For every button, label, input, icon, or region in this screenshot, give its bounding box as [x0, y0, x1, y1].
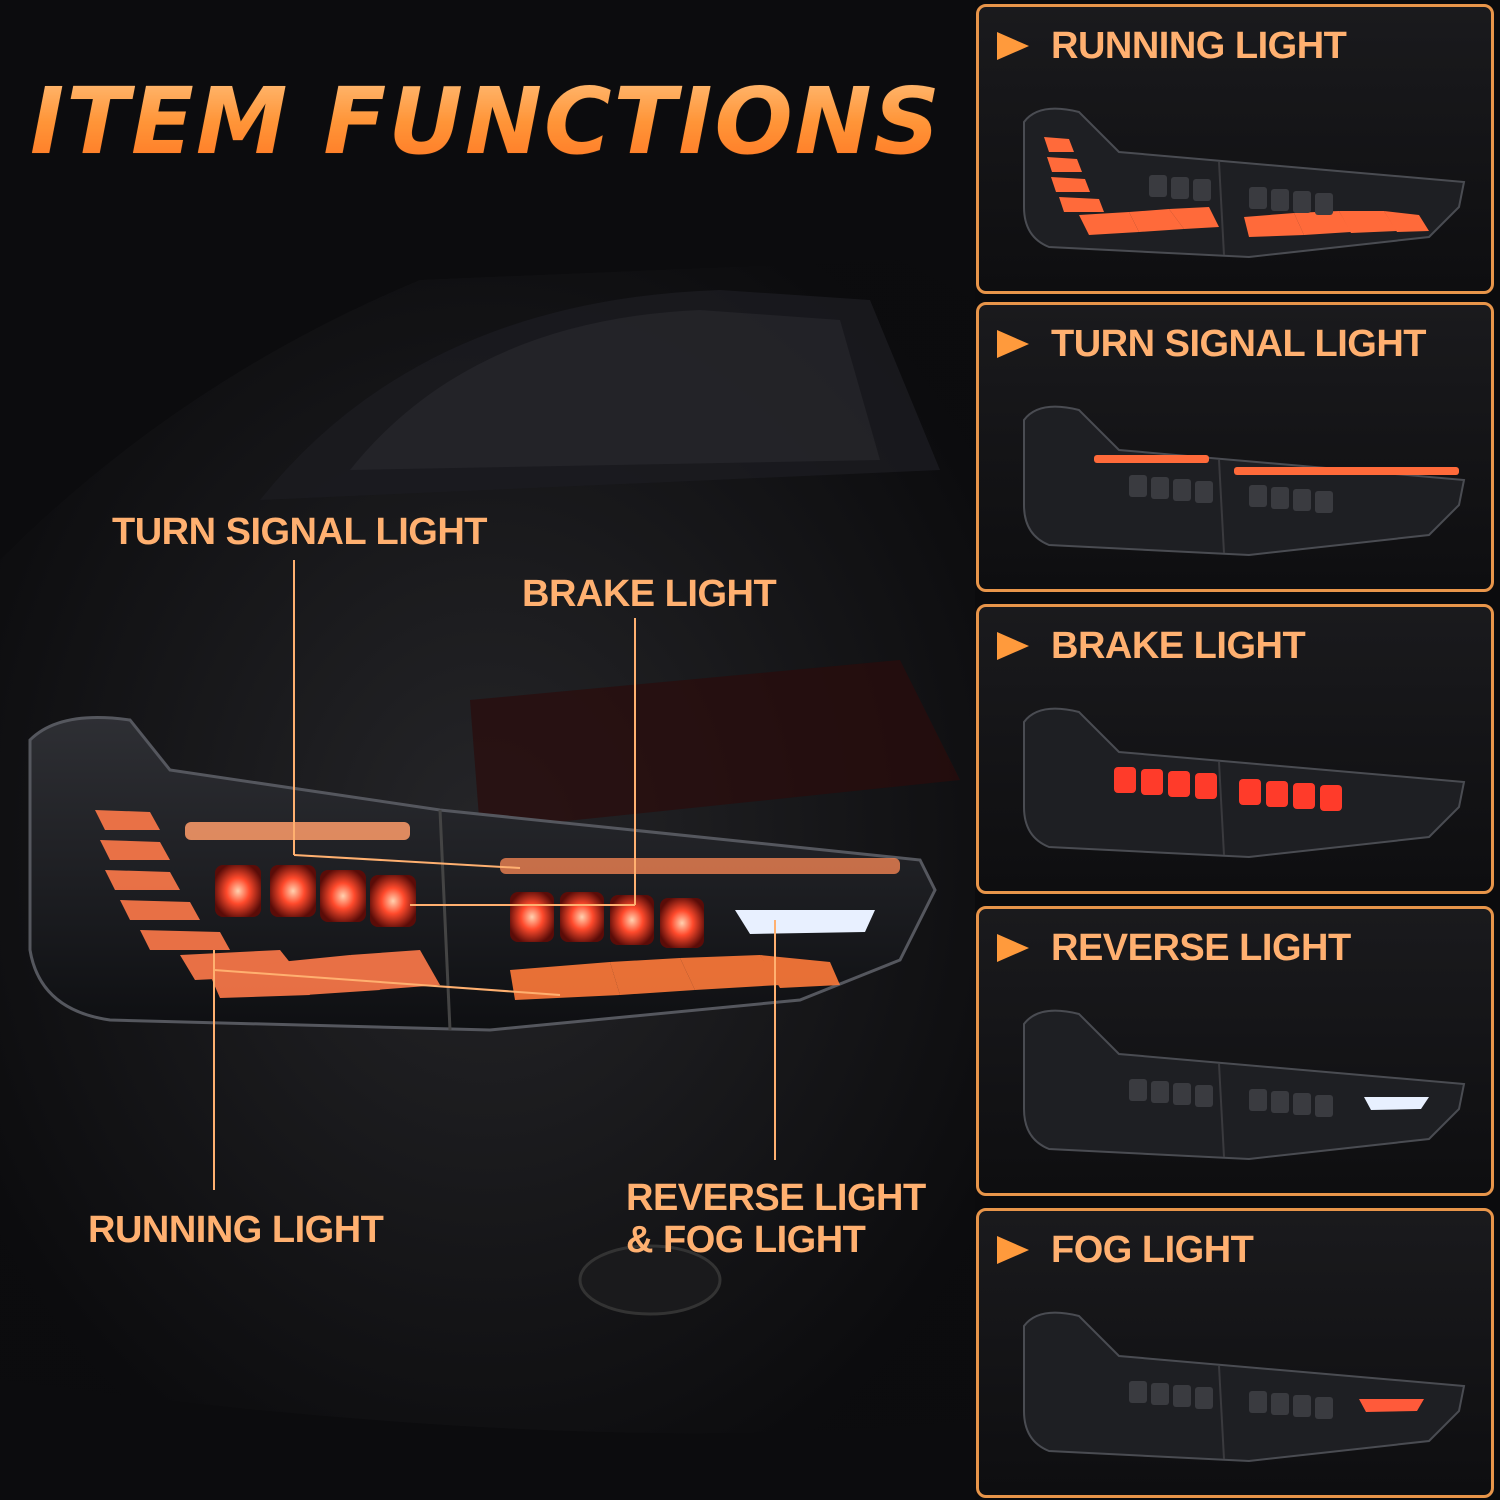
arrow-right-icon [997, 32, 1029, 60]
callout-turn-signal: TURN SIGNAL LIGHT [112, 511, 488, 553]
lamp-fog-image [1023, 1311, 1466, 1463]
panel-reverse-light: REVERSE LIGHT [976, 906, 1494, 1196]
panel-brake-light: BRAKE LIGHT [976, 604, 1494, 894]
panel-title: BRAKE LIGHT [1051, 624, 1306, 667]
panel-turn-signal-light: TURN SIGNAL LIGHT [976, 302, 1494, 592]
panel-title: REVERSE LIGHT [1051, 926, 1351, 969]
arrow-right-icon [997, 934, 1029, 962]
lamp-brake-image [1023, 707, 1466, 859]
callout-reverse-fog-line2: & FOG LIGHT [626, 1219, 866, 1261]
callout-running: RUNNING LIGHT [88, 1209, 384, 1251]
panel-fog-light: FOG LIGHT [976, 1208, 1494, 1498]
lamp-reverse-image [1023, 1009, 1466, 1161]
panel-running-light: RUNNING LIGHT [976, 4, 1494, 294]
arrow-right-icon [997, 330, 1029, 358]
callout-brake: BRAKE LIGHT [522, 573, 777, 615]
panel-title: RUNNING LIGHT [1051, 24, 1347, 67]
main-tail-lamp-image [28, 716, 937, 1032]
panel-title: FOG LIGHT [1051, 1228, 1254, 1271]
page-title: ITEM FUNCTIONS [30, 68, 942, 175]
panel-title: TURN SIGNAL LIGHT [1051, 322, 1427, 365]
arrow-right-icon [997, 1236, 1029, 1264]
lamp-running-image [1023, 107, 1466, 259]
arrow-right-icon [997, 632, 1029, 660]
callout-reverse-fog-line1: REVERSE LIGHT [626, 1177, 926, 1219]
lamp-turn-signal-image [1023, 405, 1466, 557]
